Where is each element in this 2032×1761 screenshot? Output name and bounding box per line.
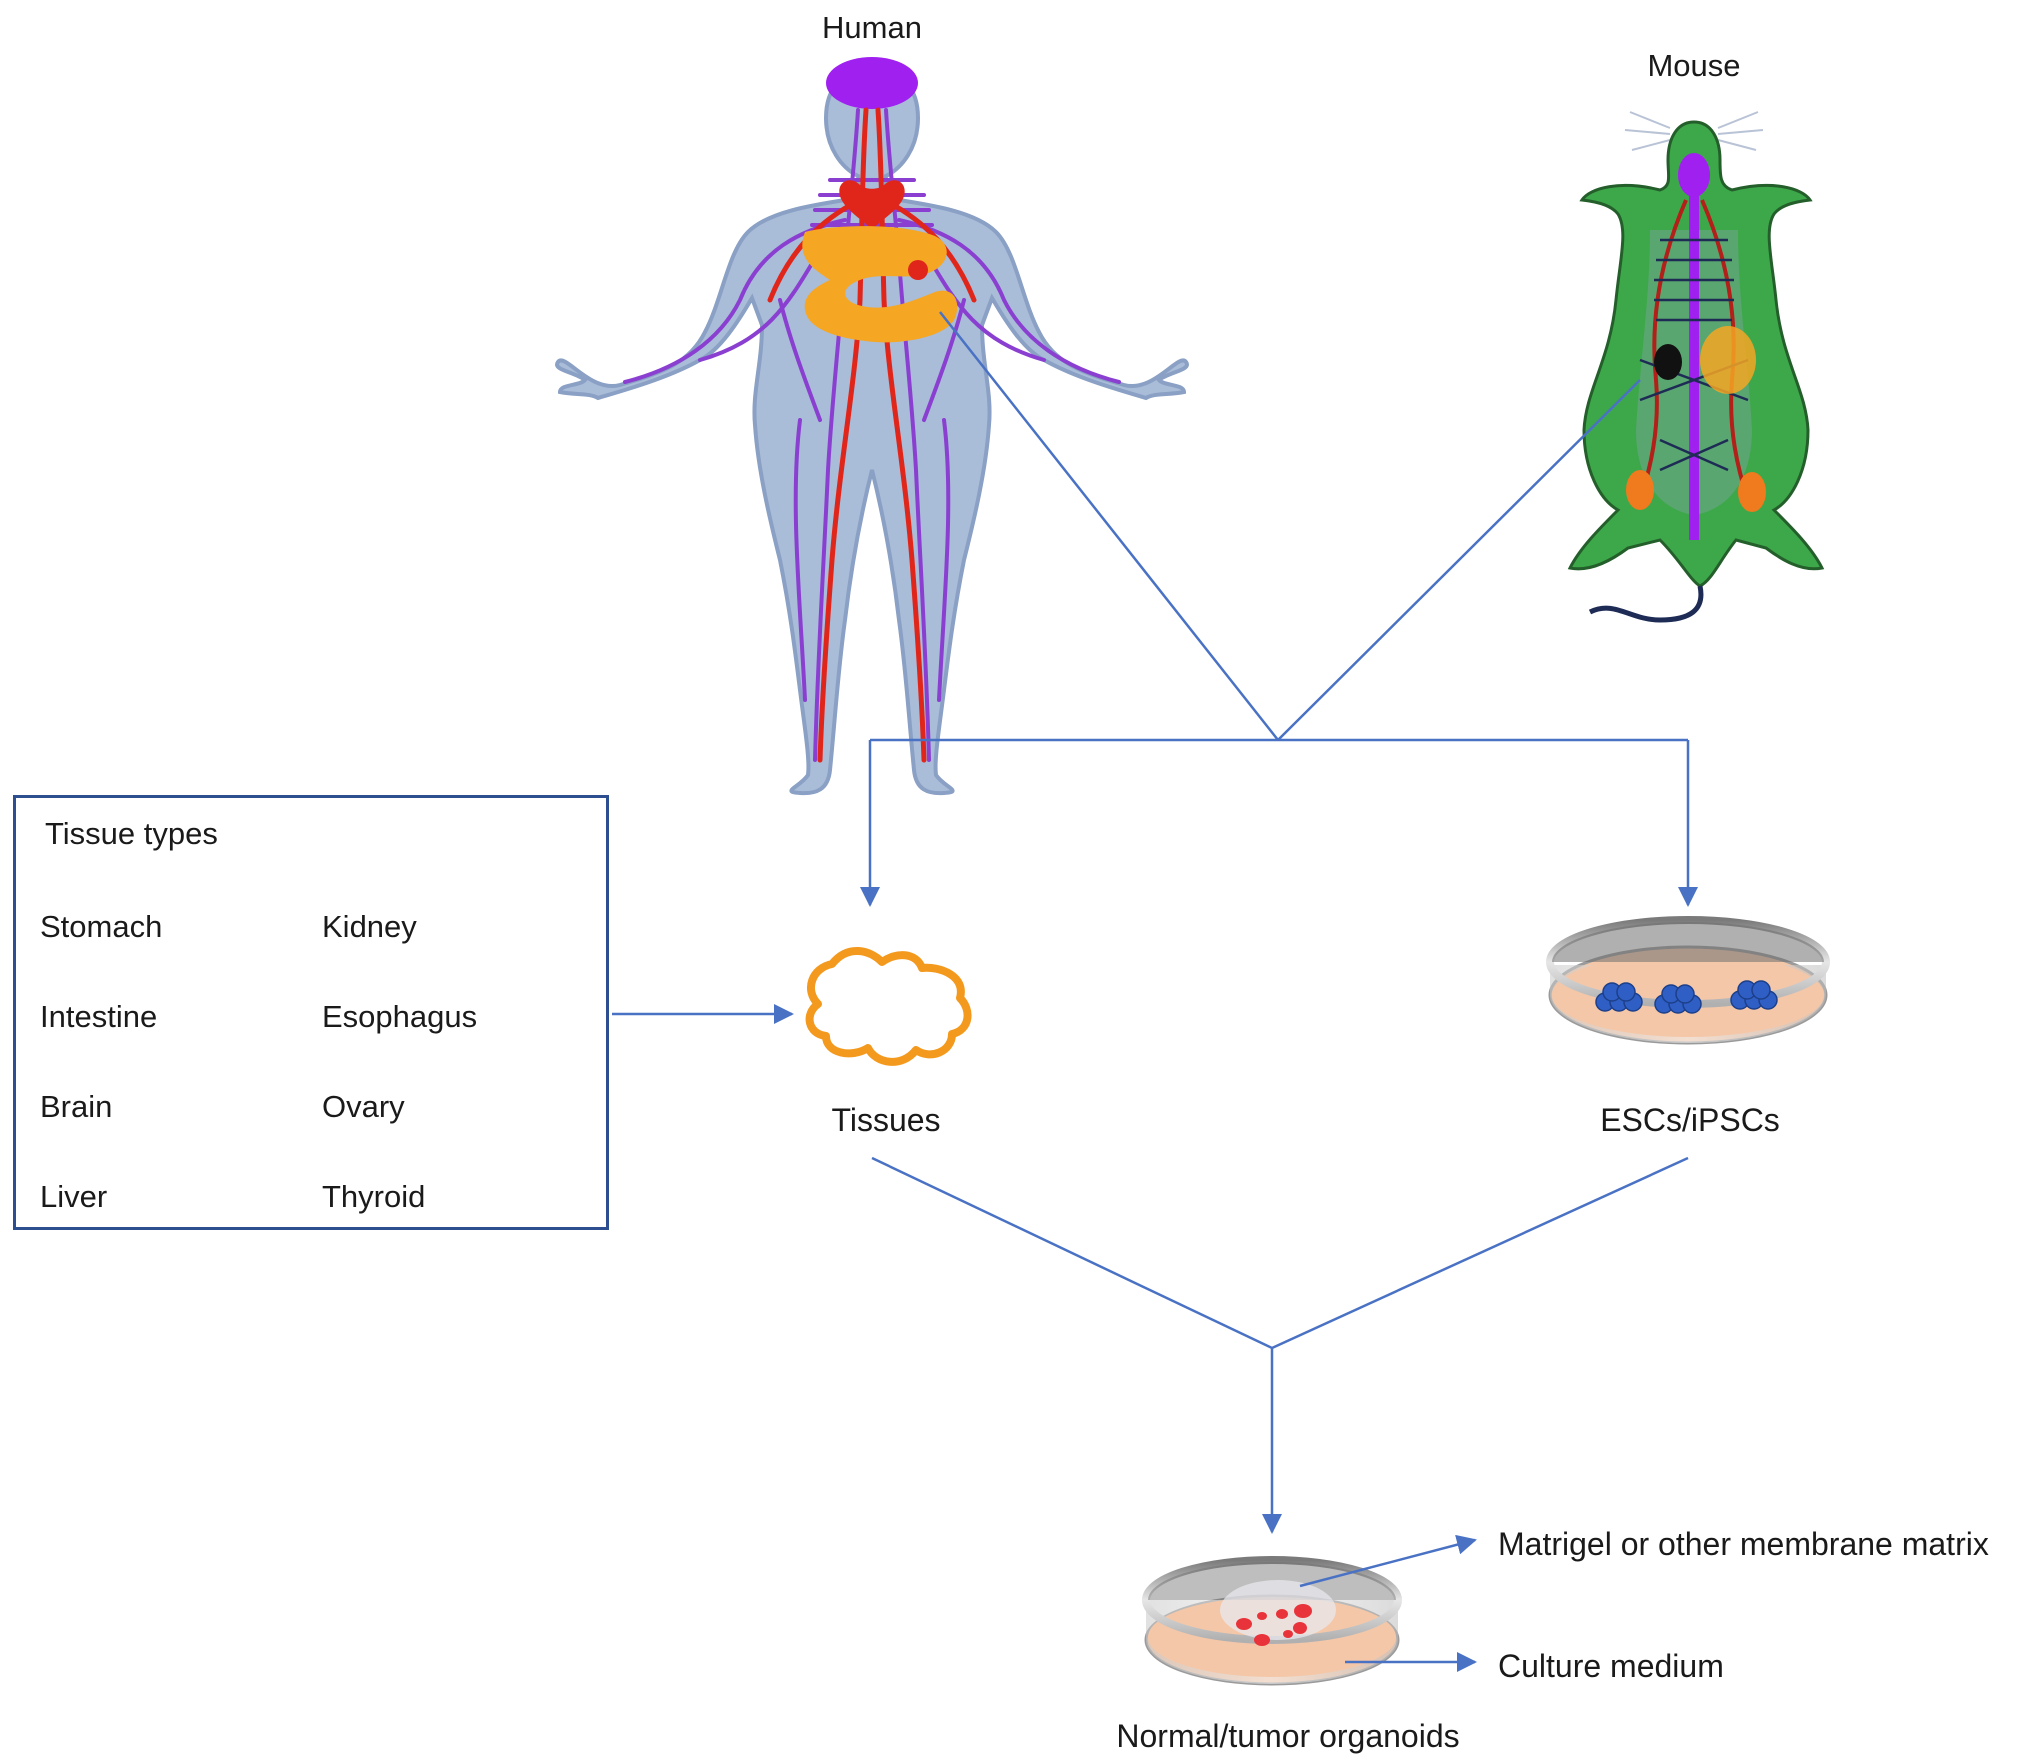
tissue-box-title: Tissue types	[45, 816, 218, 851]
organoids-label: Normal/tumor organoids	[1116, 1718, 1460, 1754]
human-connector	[939, 311, 1279, 741]
tissue-item: Liver	[40, 1179, 108, 1214]
tissue-item: Intestine	[40, 999, 158, 1034]
medium-label: Culture medium	[1498, 1648, 1724, 1684]
source-connectors	[612, 311, 1698, 1024]
mouse-label: Mouse	[1647, 48, 1740, 83]
merge-connectors	[871, 1156, 1689, 1534]
human-figure	[555, 57, 1189, 796]
matrix-dome	[1220, 1580, 1336, 1640]
mouse-figure	[1567, 111, 1825, 623]
tissue-types-box: Tissue types Stomach Intestine Brain Liv…	[13, 795, 609, 1230]
matrix-label: Matrigel or other membrane matrix	[1498, 1526, 1989, 1562]
tissue-item: Kidney	[322, 909, 417, 944]
tissue-outline-icon	[805, 946, 972, 1066]
tissue-item: Esophagus	[322, 999, 478, 1034]
mouse-connector	[1277, 379, 1641, 741]
tissue-item: Stomach	[40, 909, 163, 944]
human-label: Human	[822, 10, 922, 45]
tissue-item: Thyroid	[322, 1179, 426, 1214]
tissue-item: Ovary	[322, 1089, 405, 1124]
organoid-dish-icon	[1142, 1556, 1402, 1686]
stem-cells-to-merge	[1271, 1156, 1689, 1350]
stem-cell-dish-icon	[1546, 916, 1830, 1045]
tissue-item: Brain	[40, 1089, 113, 1124]
tissues-to-merge	[871, 1156, 1273, 1350]
organoid-callouts	[1299, 1534, 1477, 1672]
stem-cells-label: ESCs/iPSCs	[1600, 1102, 1780, 1138]
tissues-label: Tissues	[831, 1102, 941, 1138]
matrix-callout-arrow	[1299, 1534, 1477, 1588]
